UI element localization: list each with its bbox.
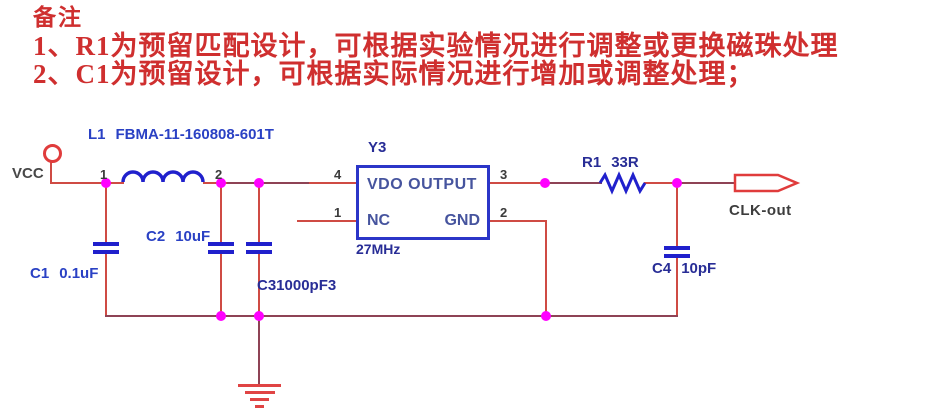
junction-dot bbox=[540, 178, 550, 188]
wire-pin2-down bbox=[545, 220, 547, 316]
junction-dot bbox=[254, 178, 264, 188]
capacitor-c4-label: C4 10pF bbox=[652, 260, 716, 277]
inductor-coil-icon bbox=[121, 170, 205, 183]
c1-ref: C1 bbox=[30, 265, 50, 282]
ground-icon bbox=[250, 398, 269, 401]
wire-top-rail bbox=[50, 182, 124, 184]
inductor-value: FBMA-11-160808-601T bbox=[115, 126, 274, 143]
wire-c4-branch bbox=[676, 183, 678, 246]
pin-number-l1-2: 2 bbox=[215, 167, 223, 182]
wire-c3-branch bbox=[258, 183, 260, 242]
junction-dot bbox=[101, 178, 111, 188]
wire-c1-branch bbox=[105, 254, 107, 316]
wire-pin3 bbox=[644, 182, 678, 184]
wire-pin3 bbox=[545, 182, 602, 184]
wire-vcc-stub bbox=[50, 161, 52, 183]
wire-c2-branch bbox=[220, 183, 222, 242]
inductor-ref: L1 bbox=[88, 126, 106, 143]
wire-to-port bbox=[678, 182, 736, 184]
capacitor-c1-icon bbox=[93, 242, 119, 246]
note-line-1: 1、R1为预留匹配设计，可根据实验情况进行调整或更换磁珠处理 bbox=[33, 31, 839, 61]
junction-dot bbox=[254, 311, 264, 321]
c1-value: 0.1uF bbox=[59, 265, 99, 282]
capacitor-c1-icon bbox=[93, 250, 119, 254]
c2-ref: C2 bbox=[146, 228, 166, 245]
pin-number-y3-1: 1 bbox=[334, 205, 342, 220]
capacitor-c4-icon bbox=[664, 254, 690, 258]
junction-dot bbox=[672, 178, 682, 188]
wire-c1-branch bbox=[105, 183, 107, 242]
capacitor-c2-label: C2 10uF bbox=[146, 228, 210, 245]
resistor-r1-label: R1 33R bbox=[582, 154, 639, 171]
wire-top-rail bbox=[309, 182, 356, 184]
wire-c2-branch bbox=[220, 254, 222, 316]
capacitor-c4-icon bbox=[664, 246, 690, 250]
ground-icon bbox=[255, 405, 264, 408]
junction-dot bbox=[216, 311, 226, 321]
capacitor-c3-icon bbox=[246, 242, 272, 246]
wire-pin2 bbox=[487, 220, 547, 222]
vcc-terminal-icon bbox=[43, 144, 62, 163]
wire-c3-branch bbox=[258, 254, 260, 316]
oscillator-gnd-text: GND bbox=[444, 212, 480, 229]
inductor-label: L1 FBMA-11-160808-601T bbox=[88, 126, 274, 143]
ground-icon bbox=[245, 391, 275, 394]
wire-top-rail bbox=[203, 182, 227, 184]
r1-value: 33R bbox=[611, 154, 639, 171]
ground-icon bbox=[238, 384, 281, 387]
note-line-2: 2、C1为预留设计，可根据实际情况进行增加或调整处理； bbox=[33, 59, 755, 89]
capacitor-c1-label: C1 0.1uF bbox=[30, 265, 98, 282]
wire-top-rail bbox=[227, 182, 309, 184]
notes-title: 备注 bbox=[33, 5, 83, 30]
oscillator-y3-box: VDO OUTPUT NC GND bbox=[356, 165, 490, 240]
vcc-label: VCC bbox=[12, 165, 44, 182]
pin-number-l1-1: 1 bbox=[100, 167, 108, 182]
clk-out-port-icon bbox=[733, 173, 801, 193]
wire-nc-stub bbox=[297, 220, 356, 222]
c4-value: 10pF bbox=[681, 260, 717, 277]
pin-number-y3-2: 2 bbox=[500, 205, 508, 220]
capacitor-c3-label: C31000pF3 bbox=[257, 277, 337, 294]
oscillator-top-text: VDO OUTPUT bbox=[367, 176, 477, 193]
clk-out-label: CLK-out bbox=[729, 202, 792, 219]
wire-c4-branch bbox=[676, 258, 678, 316]
oscillator-nc-text: NC bbox=[367, 212, 391, 229]
pin-number-y3-3: 3 bbox=[500, 167, 508, 182]
capacitor-c3-icon bbox=[246, 250, 272, 254]
r1-ref: R1 bbox=[582, 154, 602, 171]
pin-number-y3-4: 4 bbox=[334, 167, 342, 182]
junction-dot bbox=[216, 178, 226, 188]
wire-pin3 bbox=[487, 182, 545, 184]
notes-block: 备注 1、R1为预留匹配设计，可根据实验情况进行调整或更换磁珠处理 2、C1为预… bbox=[33, 4, 839, 88]
oscillator-ref-label: Y3 bbox=[368, 139, 387, 156]
junction-dot bbox=[541, 311, 551, 321]
oscillator-freq-label: 27MHz bbox=[356, 241, 401, 257]
c2-value: 10uF bbox=[175, 228, 211, 245]
c4-ref: C4 bbox=[652, 260, 672, 277]
capacitor-c2-icon bbox=[208, 250, 234, 254]
wire-bottom-rail bbox=[105, 315, 678, 317]
capacitor-c2-icon bbox=[208, 242, 234, 246]
resistor-zigzag-icon bbox=[598, 171, 647, 195]
wire-ground-stem bbox=[258, 316, 260, 385]
